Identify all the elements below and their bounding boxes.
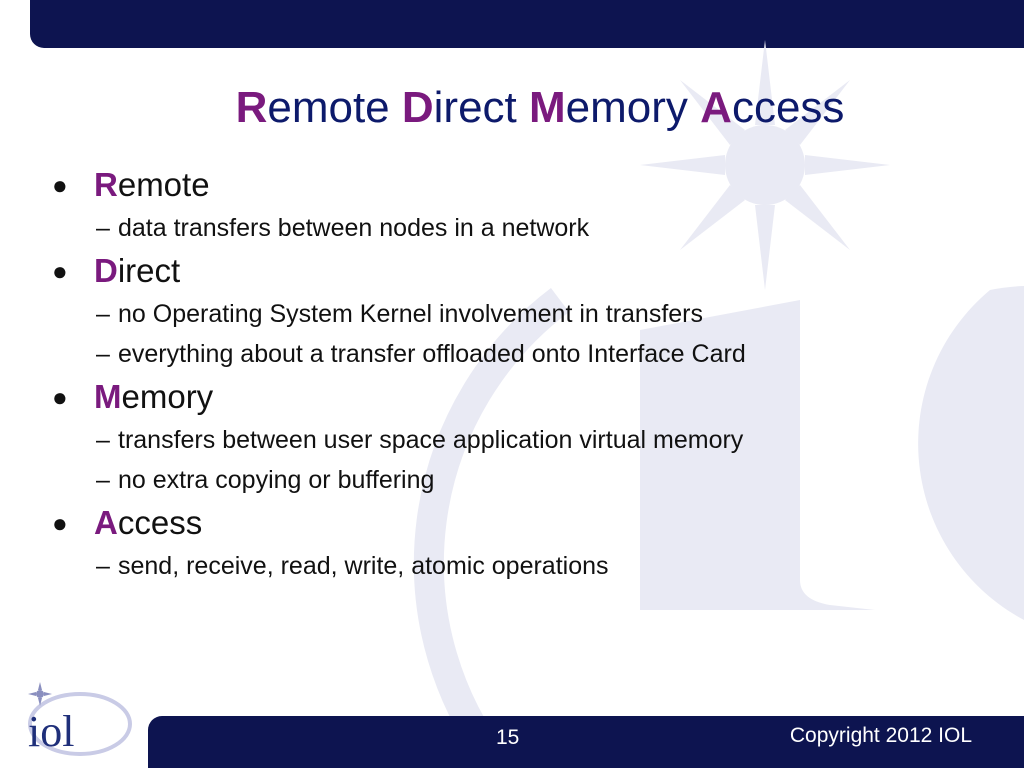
- sub-bullet: –data transfers between nodes in a netwo…: [52, 208, 1024, 248]
- title-rest-direct: irect: [433, 83, 530, 132]
- sub-bullet-text: data transfers between nodes in a networ…: [118, 214, 590, 242]
- sub-bullet-text: transfers between user space application…: [118, 426, 744, 454]
- title-rest-remote: emote: [267, 83, 402, 132]
- sub-bullet: –send, receive, read, write, atomic oper…: [52, 546, 1024, 586]
- bullet-initial: D: [94, 252, 118, 289]
- iol-logo-icon: iol: [28, 682, 132, 756]
- sub-bullet-text: no Operating System Kernel involvement i…: [118, 300, 703, 328]
- page-number: 15: [496, 726, 520, 749]
- bullet-initial: A: [94, 504, 118, 541]
- bullet-label: ccess: [117, 504, 203, 541]
- bullet-dot-icon: ●: [52, 382, 68, 412]
- bullet-remote: ● Remote: [52, 162, 1024, 208]
- bullet-access: ● Access: [52, 500, 1024, 546]
- header-bar: [30, 0, 1024, 48]
- sub-bullet: –no Operating System Kernel involvement …: [52, 294, 1024, 334]
- dash-icon: –: [96, 466, 110, 494]
- title-rest-memory: emory: [565, 83, 701, 132]
- bullet-initial: M: [94, 378, 122, 415]
- bullet-label: irect: [117, 252, 181, 289]
- title-initial-d: D: [401, 83, 434, 132]
- dash-icon: –: [96, 426, 110, 454]
- footer-bar: [148, 716, 1024, 768]
- logo-text: iol: [28, 707, 74, 756]
- sub-bullet-text: no extra copying or buffering: [118, 466, 435, 494]
- sub-bullet-text: send, receive, read, write, atomic opera…: [118, 552, 609, 580]
- dash-icon: –: [96, 552, 110, 580]
- bullet-initial: R: [94, 166, 118, 203]
- title-initial-a: A: [700, 83, 732, 132]
- bullet-list: ●Remote –data transfers between nodes in…: [52, 162, 1024, 586]
- copyright-text: Copyright 2012 IOL: [789, 724, 972, 747]
- bullet-label: emory: [121, 378, 214, 415]
- bullet-dot-icon: ●: [52, 508, 68, 538]
- dash-icon: –: [96, 214, 110, 242]
- bullet-label: emote: [117, 166, 210, 203]
- bullet-dot-icon: ●: [52, 256, 68, 286]
- sub-bullet: –everything about a transfer offloaded o…: [52, 334, 1024, 374]
- title-rest-access: ccess: [731, 83, 845, 132]
- title-initial-r: R: [235, 83, 268, 132]
- bullet-direct: ● Direct: [52, 248, 1024, 294]
- bullet-dot-icon: ●: [52, 170, 68, 200]
- bullet-memory: ● Memory: [52, 374, 1024, 420]
- sub-bullet: –no extra copying or buffering: [52, 460, 1024, 500]
- title-initial-m: M: [529, 83, 566, 132]
- slide-title: Remote Direct Memory Access: [0, 80, 1024, 136]
- sub-bullet: –transfers between user space applicatio…: [52, 420, 1024, 460]
- sub-bullet-text: everything about a transfer offloaded on…: [118, 340, 746, 368]
- dash-icon: –: [96, 340, 110, 368]
- dash-icon: –: [96, 300, 110, 328]
